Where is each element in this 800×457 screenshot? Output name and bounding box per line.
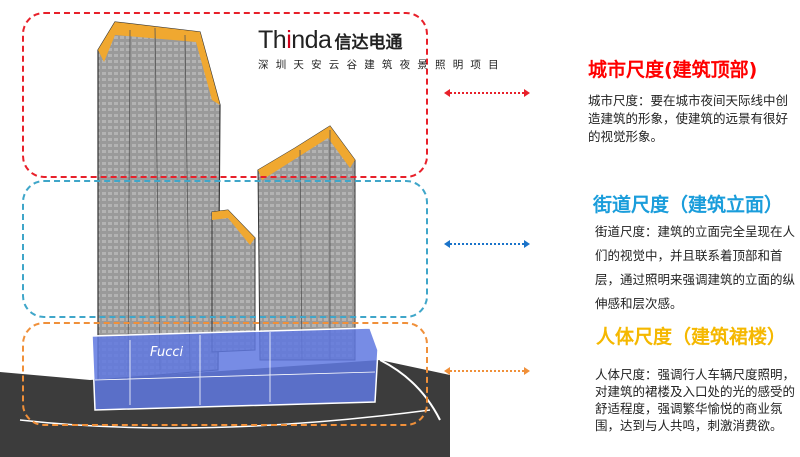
body-street-scale: 街道尺度：建筑的立面完全呈现在人们的视觉中，并且联系着顶部和首层，通过照明来强调… (595, 224, 796, 311)
heading-city-scale: 城市尺度(建筑顶部) (588, 59, 758, 81)
zone-human-scale (22, 322, 428, 426)
body-human-scale: 人体尺度：强调行人车辆尺度照明，对建筑的裙楼及入口处的光的感受的舒适程度，强调繁… (595, 367, 796, 433)
zone-street-scale (22, 180, 428, 318)
podium (91, 327, 379, 411)
arrow-human (444, 367, 530, 375)
zone-city-scale (22, 12, 428, 178)
arrow-city (444, 89, 530, 97)
heading-human-scale: 人体尺度（建筑裙楼） (596, 326, 787, 348)
project-title: 深圳天安云谷建筑夜景照明项目 (258, 59, 506, 71)
arrow-street (444, 240, 530, 248)
heading-street-scale: 街道尺度（建筑立面） (593, 194, 784, 216)
body-city-scale: 城市尺度：要在城市夜间天际线中创造建筑的形象，使建筑的远景有很好的视觉形象。 (588, 93, 789, 144)
podium-sign: Fucci (150, 345, 183, 360)
